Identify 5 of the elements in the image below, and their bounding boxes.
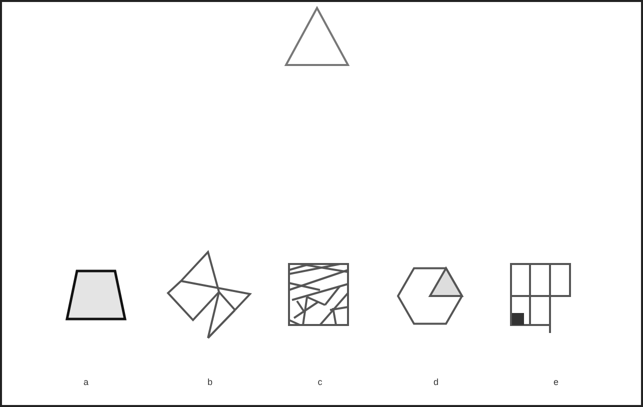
option-letter: a [82,377,90,387]
option-letter: b [206,377,214,387]
option-letter: e [552,377,560,387]
option-letter: c [316,377,324,387]
option-letter: d [432,377,440,387]
